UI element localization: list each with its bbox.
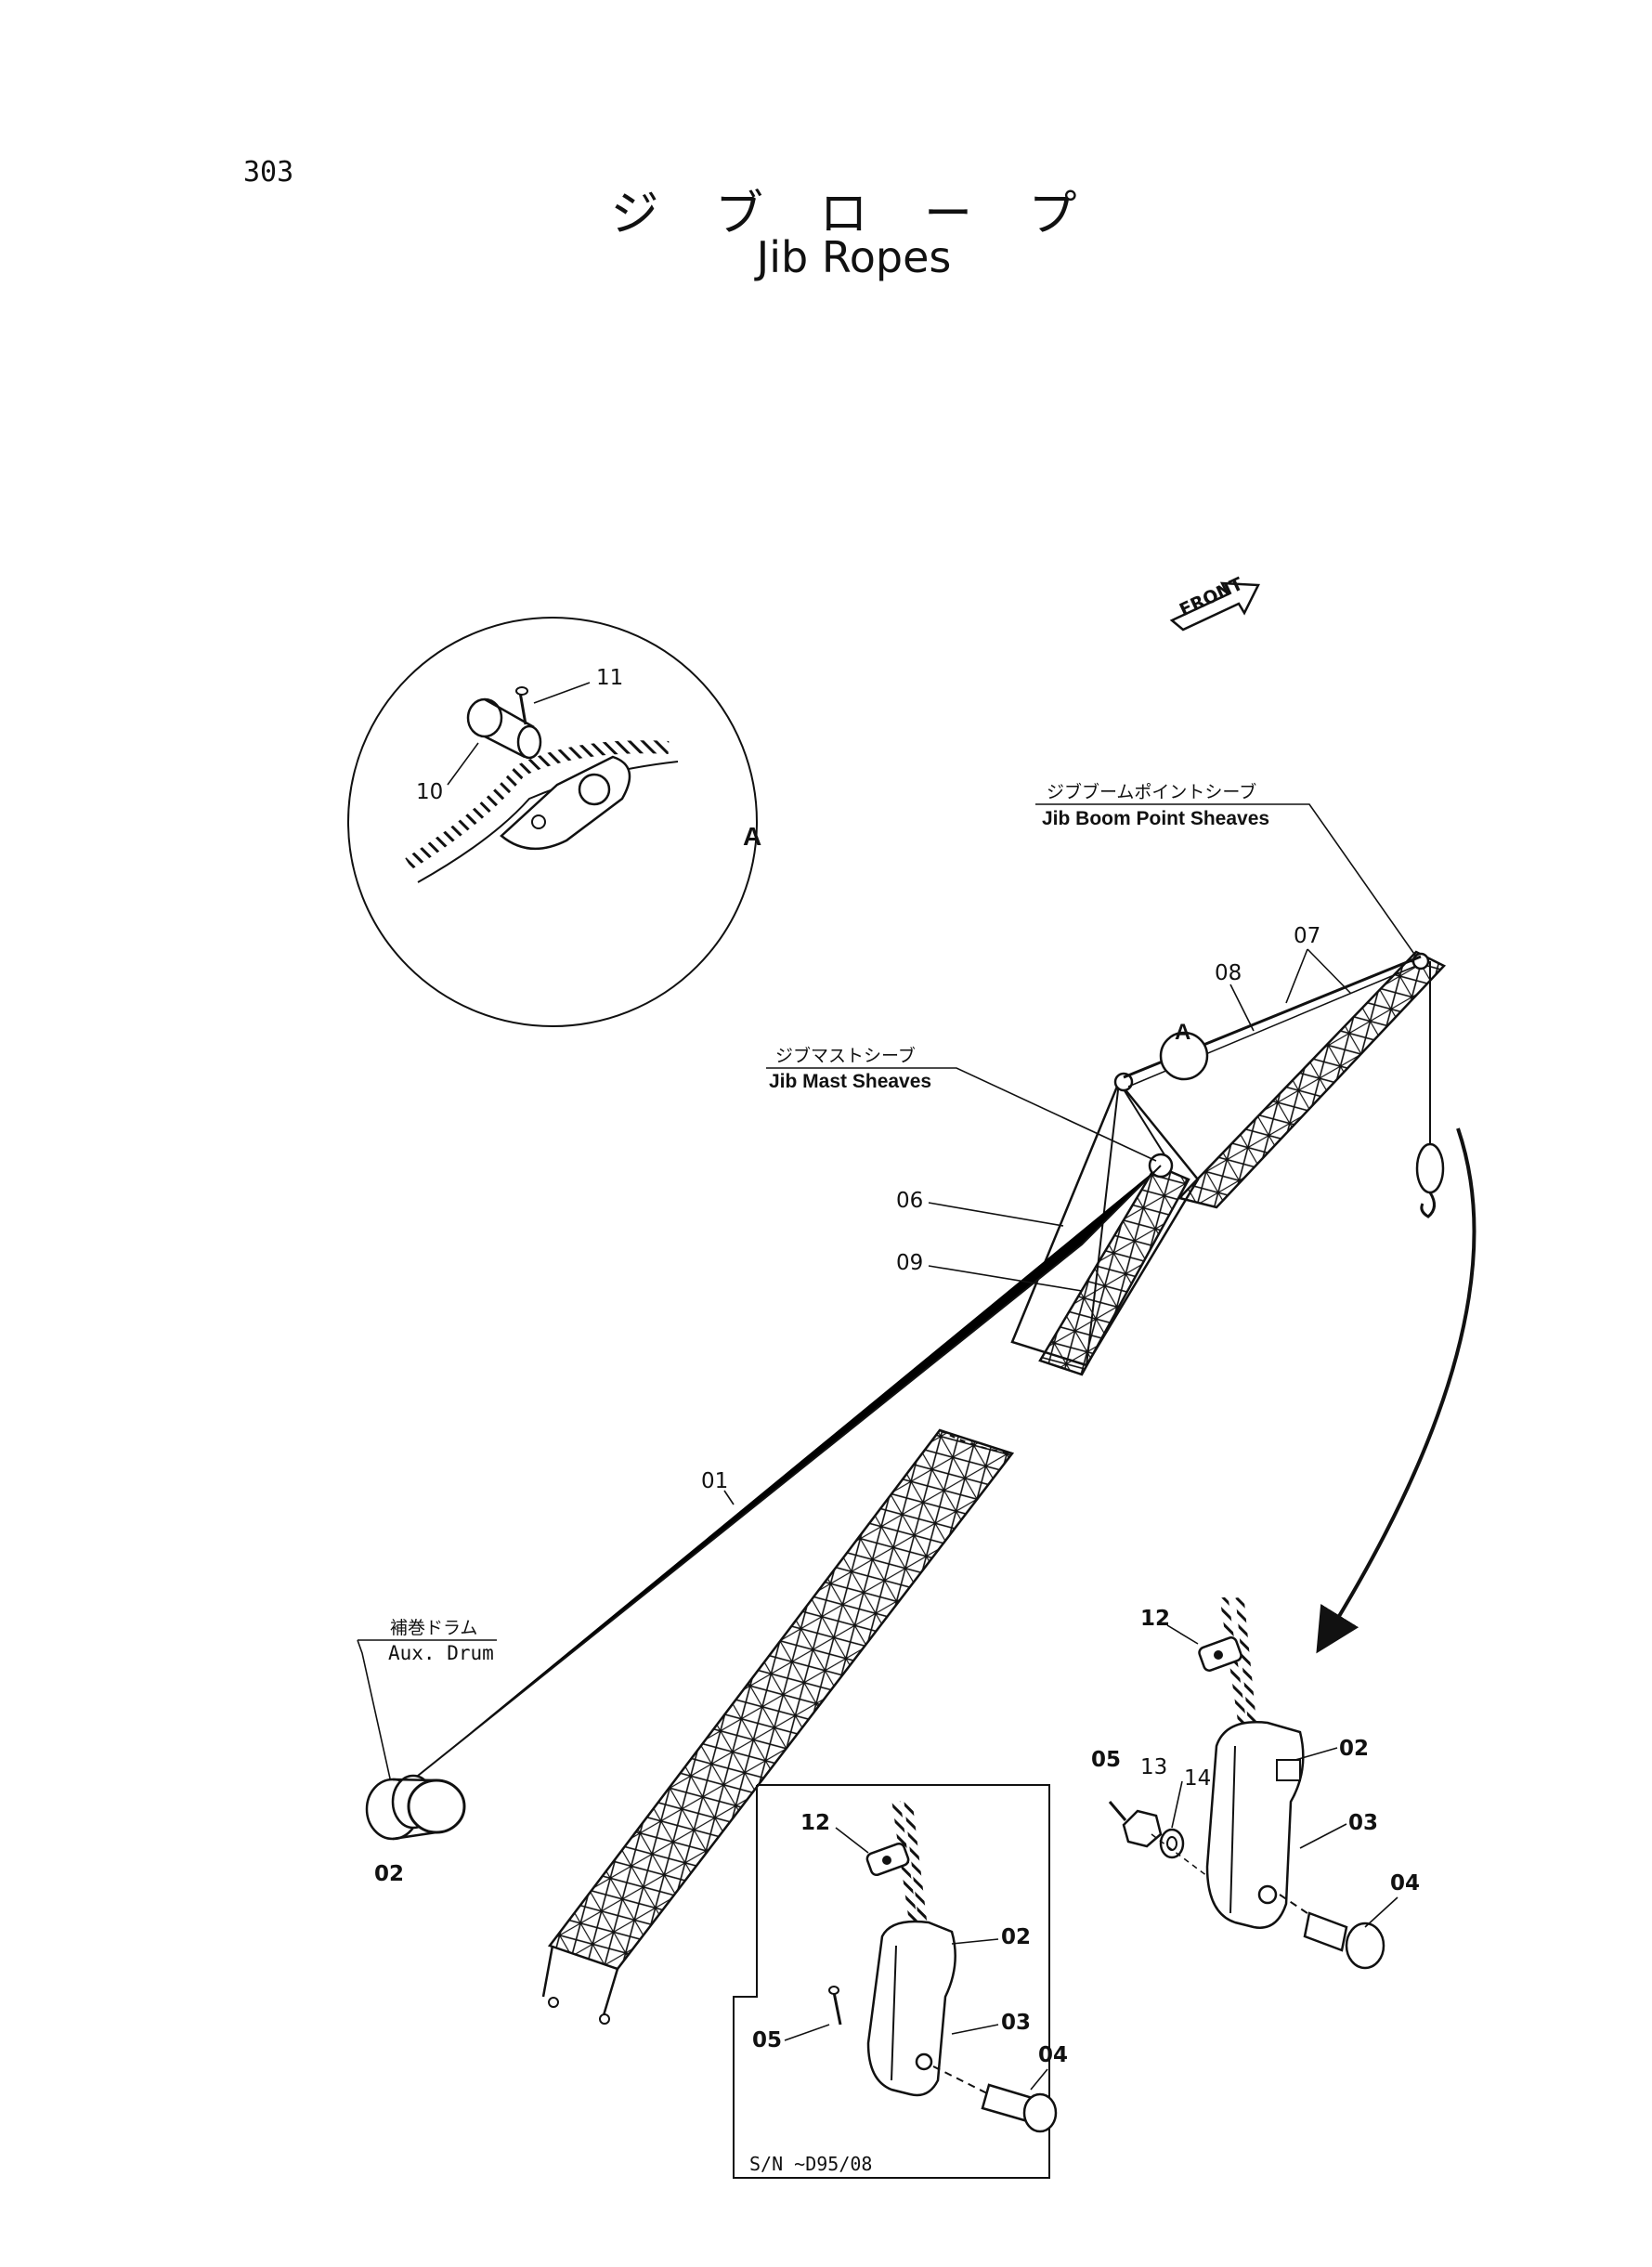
title-english: Jib Ropes (756, 232, 952, 282)
callout-02-box: 02 (1001, 1925, 1032, 1949)
callout-02-drum: 02 (374, 1862, 405, 1886)
front-arrow-icon (1169, 581, 1260, 632)
callout-04-box: 04 (1038, 2043, 1069, 2067)
callout-08: 08 (1215, 961, 1242, 985)
callout-12-box: 12 (800, 1811, 831, 1835)
callout-10: 10 (416, 780, 444, 804)
detail-a-circle (347, 617, 758, 1027)
callout-04-right: 04 (1390, 1871, 1421, 1896)
callout-06: 06 (896, 1189, 924, 1213)
socket-assembly-boxed (733, 1784, 1058, 2179)
callout-14: 14 (1184, 1766, 1212, 1791)
callout-03-right: 03 (1348, 1811, 1379, 1835)
aux-drum-icon (365, 1774, 466, 1841)
socket-assembly-right (1108, 1596, 1385, 1970)
page-number: 303 (243, 156, 294, 189)
callout-13: 13 (1140, 1755, 1168, 1779)
callout-09: 09 (896, 1251, 924, 1275)
callout-05-box: 05 (752, 2028, 783, 2052)
callout-05-right: 05 (1091, 1748, 1122, 1772)
jib-boom-point-sheaves-en: Jib Boom Point Sheaves (1042, 808, 1270, 829)
serial-number-note: S/N ~D95/08 (749, 2153, 873, 2175)
curved-arrow-icon (1316, 1127, 1476, 1654)
title-japanese: ジ ブ ロ ー プ (610, 187, 1098, 242)
callout-03-box: 03 (1001, 2011, 1032, 2035)
boom-lattice (541, 1428, 1015, 2025)
jib-mast-sheaves-jp: ジブマストシーブ (775, 1046, 916, 1066)
callout-12-right: 12 (1140, 1607, 1171, 1631)
jib-boom-point-sheaves-jp: ジブブームポイントシーブ (1047, 782, 1257, 802)
leader-lines (357, 803, 1417, 2091)
aux-drum-jp: 補巻ドラム (390, 1618, 478, 1638)
jib-mast-sheaves-en: Jib Mast Sheaves (769, 1071, 932, 1092)
detail-a-label: A (743, 822, 762, 851)
callout-11: 11 (596, 666, 624, 690)
callout-01: 01 (701, 1469, 729, 1493)
aux-drum-en: Aux. Drum (388, 1642, 494, 1664)
jib-rope-01 (408, 1165, 1162, 1784)
detail-a-marker-label: A (1175, 1020, 1191, 1045)
callout-07: 07 (1294, 924, 1321, 948)
callout-02-right: 02 (1339, 1737, 1370, 1761)
jib-lattice (1010, 950, 1447, 1376)
